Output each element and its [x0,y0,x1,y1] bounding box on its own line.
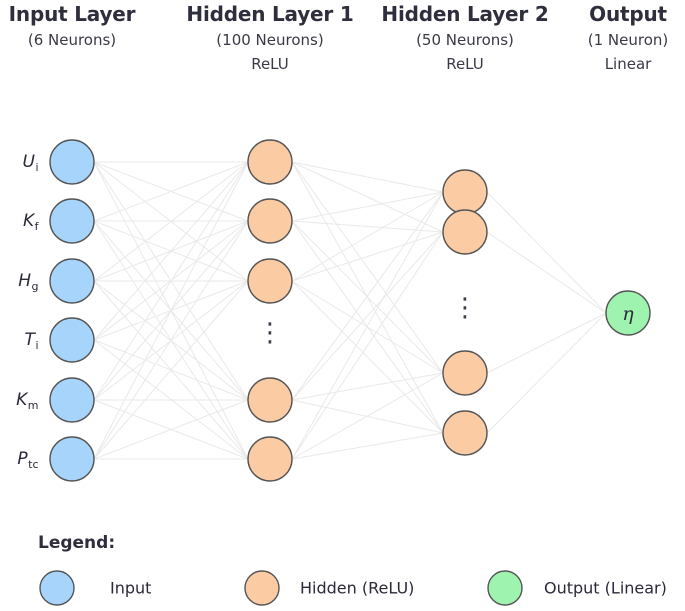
input-label-symbol: K [16,390,28,410]
connection-line [486,312,607,434]
input-label-subscript: f [34,220,39,233]
hidden2-node-1 [442,169,488,215]
layer-neuron-count: (50 Neurons) [416,31,514,49]
network-nodes: ⋮ ⋮ η [49,139,651,482]
connection-line [93,161,249,460]
connection-line [291,231,444,282]
layer-header-1: Input Layer (6 Neurons) [0,4,222,48]
connection-edges [93,161,607,460]
layer-header-4: Output (1 Neuron) Linear [478,4,685,72]
connection-line [291,280,444,374]
output-node-label: η [622,303,634,325]
legend-markers [39,570,523,606]
input-node-6 [49,436,95,482]
connection-line [291,372,444,460]
connection-line [291,432,444,460]
input-label-subscript: m [27,399,39,412]
legend-item-label-1: Input [110,578,152,598]
legend-title: Legend: [38,533,116,553]
connection-line [291,161,444,374]
hidden1-node-5 [247,436,293,482]
connection-line [291,372,444,401]
input-label-5: Km [16,390,39,412]
layer-neuron-count: (6 Neurons) [27,31,117,49]
connection-line [93,161,249,282]
layer-activation: Linear [604,55,652,73]
connection-line [93,220,249,460]
connection-line [291,231,444,401]
layer-title: Hidden Layer 1 [186,2,354,26]
connection-line [93,399,249,460]
input-label-symbol: T [24,330,35,350]
input-label-subscript: tc [28,458,39,471]
input-node-1 [49,139,95,185]
layer-header-3: Hidden Layer 2 (50 Neurons) ReLU [315,4,615,72]
connection-line [291,191,444,401]
input-node-5 [49,377,95,423]
input-label-3: Hg [18,271,39,293]
hidden2-node-4 [442,410,488,456]
connection-line [291,191,444,460]
hidden1-node-2 [247,198,293,244]
layer-title: Hidden Layer 2 [381,2,549,26]
connection-line [93,161,249,222]
input-label-symbol: K [22,211,35,231]
input-label-subscript: i [35,339,39,352]
input-label-subscript: g [31,280,39,293]
input-label-symbol: P [17,449,28,469]
layer-title: Input Layer [8,2,136,26]
connection-line [291,161,444,233]
hidden1-node-3 [247,258,293,304]
connection-line [291,220,444,374]
hidden2-node-3 [442,350,488,396]
legend-item-label-3: Output (Linear) [544,578,667,598]
layer-header-2: Hidden Layer 1 (100 Neurons) ReLU [120,4,420,72]
layer-neuron-count: (100 Neurons) [216,31,324,49]
input-node-4 [49,317,95,363]
connection-line [486,231,607,314]
input-label-symbol: U [22,152,35,172]
connection-line [291,161,444,193]
legend-item-label-2: Hidden (ReLU) [300,578,415,598]
output-node-1 [605,290,651,336]
connection-line [486,191,607,314]
input-node-3 [49,258,95,304]
connection-line [291,220,444,233]
input-label-1: Ui [22,152,39,174]
input-label-subscript: i [35,161,39,174]
layer-title: Output [589,2,667,26]
connection-line [93,161,249,341]
input-label-2: Kf [22,211,39,233]
legend-marker-3 [487,570,523,606]
connection-line [486,312,607,374]
connection-line [93,280,249,460]
input-label-4: Ti [24,330,39,352]
layer-activation: ReLU [446,55,484,73]
connection-line [291,280,444,434]
legend-marker-1 [39,570,75,606]
legend-marker-2 [244,570,280,606]
hidden2-ellipsis: ⋮ [452,293,478,323]
layer-activation: ReLU [251,55,289,73]
connection-line [291,231,444,460]
hidden1-ellipsis: ⋮ [257,318,283,348]
input-label-symbol: H [18,271,32,291]
connection-line [291,191,444,222]
hidden2-node-2 [442,209,488,255]
hidden1-node-1 [247,139,293,185]
connection-line [93,161,249,401]
input-node-2 [49,198,95,244]
connection-line [291,191,444,282]
input-label-6: Ptc [17,449,39,471]
hidden1-node-4 [247,377,293,423]
layer-neuron-count: (1 Neuron) [587,31,669,49]
